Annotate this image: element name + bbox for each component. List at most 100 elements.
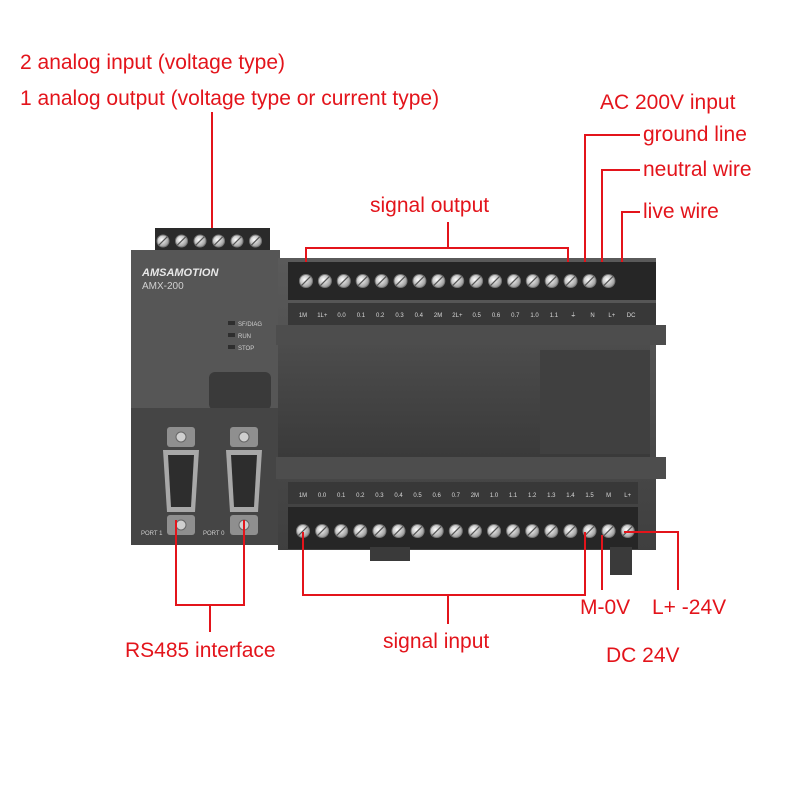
screw-slot: [393, 526, 404, 536]
screw-slot: [546, 526, 557, 536]
rs485-label: RS485 interface: [125, 639, 276, 662]
screw-slot: [471, 276, 482, 286]
mode-switch-cover[interactable]: [209, 372, 271, 410]
screw-slot: [546, 276, 557, 286]
screw-slot: [319, 276, 330, 286]
screw-slot: [357, 276, 368, 286]
screw-slot: [584, 526, 595, 536]
top-terminal-label: 0.3: [395, 313, 404, 319]
top-terminal-label: 0.6: [492, 313, 501, 319]
io-module: 1M 1L+ 0.0 0.1 0.2 0.3 0.4 2M 2L+ 0.5 0.6 0.7 1.0 1.1…: [276, 258, 666, 575]
screw-slot: [338, 276, 349, 286]
screw-slot: [317, 526, 328, 536]
bottom-terminal-label: 0.7: [452, 493, 461, 499]
top-terminal-label: 0.1: [357, 313, 366, 319]
bottom-terminal-label: M: [606, 493, 611, 499]
screw-slot: [176, 236, 187, 246]
port-1-connector[interactable]: [163, 427, 199, 535]
screw-slot: [395, 276, 406, 286]
screw-slot: [508, 526, 519, 536]
brand-logo: AMSAMOTION: [141, 267, 219, 279]
status-leds: SF/DIAG RUN STOP: [228, 321, 262, 352]
top-terminal-label: L+: [608, 313, 615, 319]
bottom-terminal-label: 1.5: [585, 493, 594, 499]
screw-slot: [490, 276, 500, 286]
analog-output-label: 1 analog output (voltage type or current…: [20, 87, 440, 110]
screw-slot: [450, 526, 461, 536]
l-plus-label: L+ -24V: [652, 596, 727, 619]
bottom-terminal-label: 0.0: [318, 493, 327, 499]
screw-slot: [301, 276, 311, 286]
signal-output-label: signal output: [370, 194, 490, 217]
analog-input-label: 2 analog input (voltage type): [20, 51, 286, 74]
bottom-terminal-label: 2M: [471, 493, 479, 499]
bottom-terminal-label: 0.6: [433, 493, 442, 499]
screw-slot: [584, 276, 595, 286]
dc-24v-label: DC 24V: [606, 644, 680, 667]
top-terminal-label: 1M: [299, 313, 307, 319]
ground-line-label: ground line: [643, 123, 747, 146]
screw-slot: [336, 526, 347, 536]
top-terminal-label: N: [590, 313, 594, 319]
top-terminal-label: 0.0: [337, 313, 346, 319]
top-terminal-label: 0.4: [415, 313, 424, 319]
led-stop: STOP: [238, 346, 254, 352]
bottom-terminal-label: 1M: [299, 493, 307, 499]
top-terminal-label: 1L+: [317, 313, 328, 319]
model-label: AMX-200: [142, 281, 184, 292]
screw-slot: [374, 526, 385, 536]
bottom-terminal-label: 1.1: [509, 493, 518, 499]
bottom-terminal-label: 1.0: [490, 493, 499, 499]
top-terminal-label: 0.2: [376, 313, 385, 319]
bottom-terminal-label: 0.5: [413, 493, 422, 499]
screw-slot: [603, 276, 614, 286]
live-wire-label: live wire: [643, 200, 719, 223]
cpu-module: AMSAMOTION AMX-200 SF/DIAG RUN STOP: [131, 250, 280, 545]
top-terminal-label: 2M: [434, 313, 442, 319]
bottom-terminal-label: L+: [624, 493, 631, 499]
bottom-terminal-label: 0.4: [394, 493, 403, 499]
screw-slot: [452, 276, 463, 286]
top-terminal-label: DC: [627, 313, 636, 319]
screw-slot: [158, 236, 168, 246]
bottom-terminal-label: 1.3: [547, 493, 556, 499]
m-0v-label: M-0V: [580, 596, 631, 619]
top-terminal-label: 1.0: [530, 313, 539, 319]
signal-input-label: signal input: [383, 630, 490, 653]
bottom-terminal-label: 1.2: [528, 493, 537, 499]
screw-slot: [489, 526, 499, 536]
analog-connector: [155, 228, 270, 254]
top-terminal-label: 1.1: [550, 313, 559, 319]
screw-slot: [412, 526, 423, 536]
screw-slot: [195, 236, 205, 246]
led-sf-diag: SF/DIAG: [238, 322, 262, 328]
top-terminal-label: 0.7: [511, 313, 520, 319]
bottom-terminal-label: 1.4: [566, 493, 575, 499]
screw-slot: [565, 526, 576, 536]
screw-slot: [603, 526, 614, 536]
screw-slot: [414, 276, 425, 286]
top-terminal-label: 2L+: [452, 313, 463, 319]
screw-slot: [508, 276, 519, 286]
port-0-label: PORT 0: [203, 531, 225, 537]
bottom-terminal-label: 0.1: [337, 493, 346, 499]
led-run: RUN: [238, 334, 251, 340]
screw-slot: [355, 526, 366, 536]
bottom-terminal-label: 0.3: [375, 493, 384, 499]
screw-slot: [433, 276, 444, 286]
screw-slot: [469, 526, 480, 536]
screw-slot: [565, 276, 576, 286]
screw-slot: [376, 276, 387, 286]
top-terminal-label: 0.5: [473, 313, 482, 319]
ac-input-label: AC 200V input: [600, 91, 736, 114]
top-terminal-label: ⏚: [570, 312, 576, 319]
screw-slot: [213, 236, 224, 246]
screw-slot: [250, 236, 261, 246]
port-0-connector[interactable]: [226, 427, 262, 535]
screw-slot: [527, 526, 538, 536]
screw-slot: [527, 276, 538, 286]
bottom-terminal-label: 0.2: [356, 493, 365, 499]
port-1-label: PORT 1: [141, 531, 163, 537]
screw-slot: [232, 236, 242, 246]
